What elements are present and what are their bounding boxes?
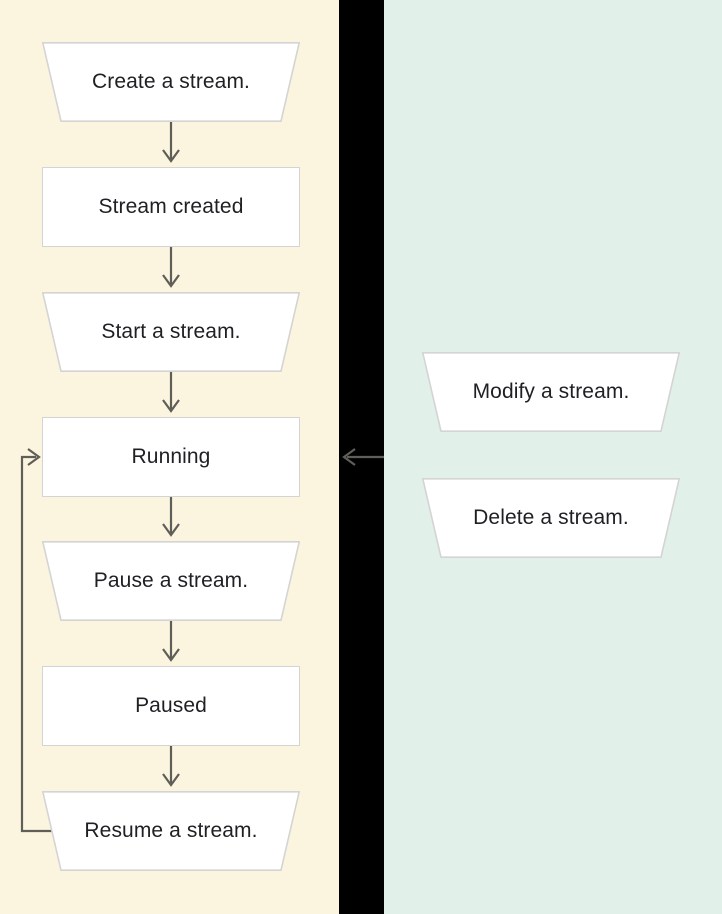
node-delete-a-stream[interactable]: Delete a stream. xyxy=(422,478,680,558)
node-create-a-stream[interactable]: Create a stream. xyxy=(42,42,300,122)
node-modify-a-stream[interactable]: Modify a stream. xyxy=(422,352,680,432)
trapezoid-shape xyxy=(422,352,680,432)
panel-divider xyxy=(339,0,384,914)
trapezoid-shape xyxy=(42,42,300,122)
stream-actions-panel xyxy=(384,0,722,914)
node-label: Create a stream. xyxy=(92,70,250,94)
node-paused[interactable]: Paused xyxy=(42,666,300,746)
node-label: Stream created xyxy=(98,195,244,219)
trapezoid-shape xyxy=(422,478,680,558)
node-pause-a-stream[interactable]: Pause a stream. xyxy=(42,541,300,621)
node-label: Paused xyxy=(135,694,207,718)
node-resume-a-stream[interactable]: Resume a stream. xyxy=(42,791,300,871)
node-label: Delete a stream. xyxy=(473,506,629,530)
trapezoid-shape xyxy=(42,292,300,372)
node-stream-created[interactable]: Stream created xyxy=(42,167,300,247)
node-label: Running xyxy=(131,445,211,469)
node-label: Start a stream. xyxy=(101,320,241,344)
node-start-a-stream[interactable]: Start a stream. xyxy=(42,292,300,372)
node-label: Pause a stream. xyxy=(93,569,249,593)
node-label: Resume a stream. xyxy=(84,819,258,843)
trapezoid-shape xyxy=(42,791,300,871)
node-running[interactable]: Running xyxy=(42,417,300,497)
node-label: Modify a stream. xyxy=(472,380,630,404)
